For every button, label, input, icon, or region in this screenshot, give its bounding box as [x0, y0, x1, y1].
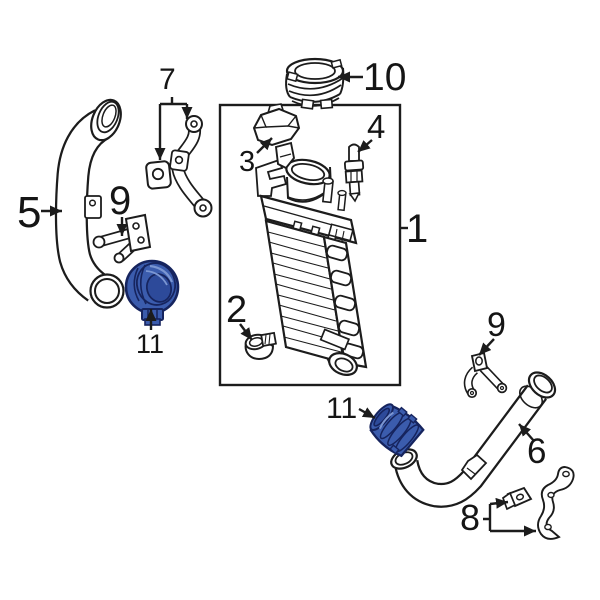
bracket-7-clip-drawing	[145, 160, 172, 190]
callout-9-left: 9	[109, 179, 132, 223]
coupling-11-right-drawing	[369, 403, 425, 458]
bracket-9-left-drawing	[92, 213, 152, 264]
callout-11-right: 11	[326, 392, 358, 425]
coupling-10-drawing	[285, 57, 345, 110]
callout-10: 10	[363, 56, 407, 99]
callout-8: 8	[460, 497, 481, 538]
callout-3: 3	[239, 146, 256, 178]
callout-4: 4	[367, 108, 386, 145]
callout-9-right: 9	[487, 306, 506, 344]
bracket-9-right-drawing	[463, 351, 508, 399]
callout-2: 2	[226, 289, 248, 331]
callout-11-left: 11	[136, 329, 165, 359]
bracket-7-strap-drawing	[169, 115, 213, 218]
bracket-8-large-drawing	[537, 466, 575, 540]
callout-6: 6	[527, 432, 547, 471]
bracket-8-small-drawing	[501, 486, 533, 511]
pipe-5-drawing	[54, 98, 125, 309]
sensor-3-drawing	[252, 103, 301, 147]
coupling-11-left-drawing	[124, 259, 180, 326]
pipe-6-drawing	[390, 371, 557, 508]
callout-arrows	[41, 71, 536, 537]
callout-7: 7	[159, 63, 176, 96]
clamp-2-drawing	[244, 331, 277, 361]
callout-5: 5	[17, 188, 42, 237]
callout-1: 1	[406, 207, 429, 251]
sensor-4-drawing	[343, 143, 365, 203]
intercooler-drawing	[255, 141, 368, 376]
